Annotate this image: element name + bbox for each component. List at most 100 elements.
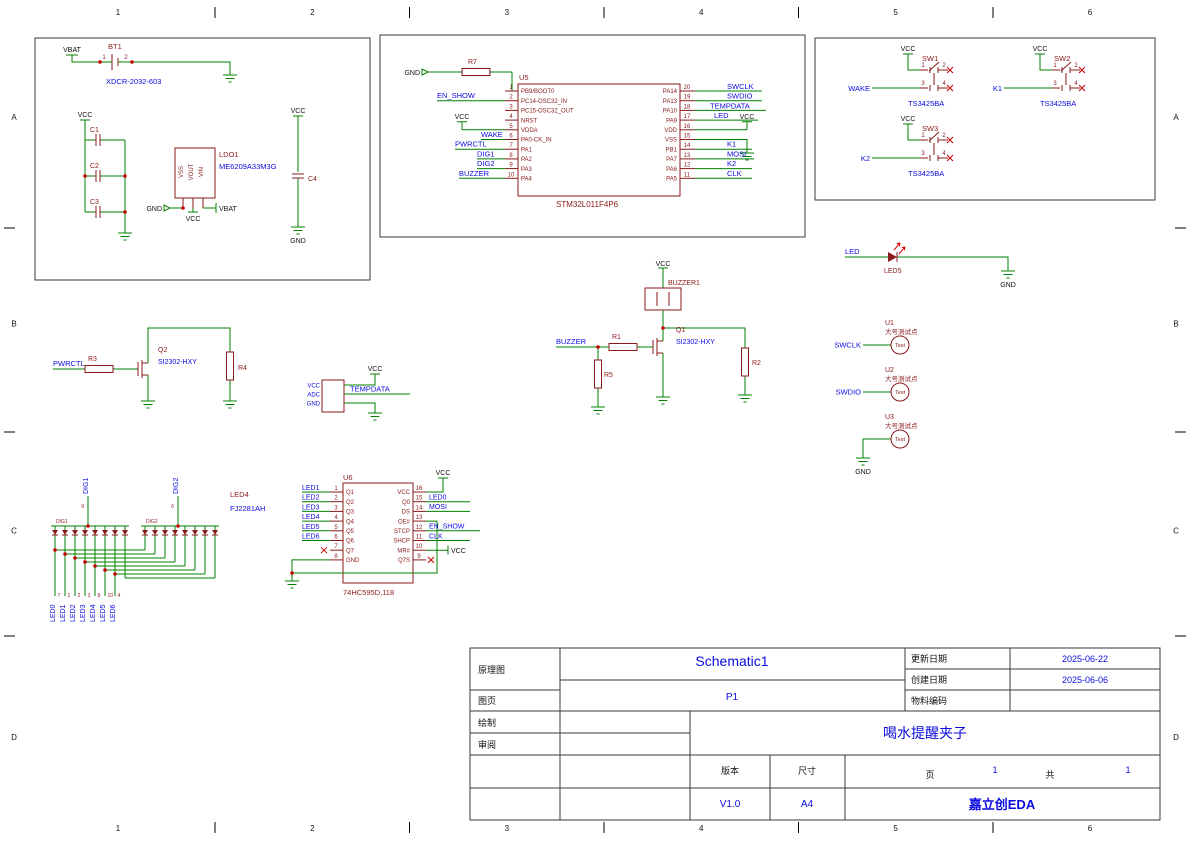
mcu-section[interactable]: GND R7 U5 STM32L011F4P6 1 PB9/BOOT0 2 PC… bbox=[379, 34, 806, 238]
vcc-flag-label[interactable]: VCC bbox=[455, 114, 470, 121]
u6-pin-right[interactable]: 16 VCC bbox=[397, 486, 426, 496]
cap-c4[interactable]: VCC C4 GND bbox=[290, 108, 317, 245]
net-label-wake[interactable]: WAKE bbox=[481, 130, 503, 139]
mcu-pin-left[interactable]: 6 PA0-CK_IN bbox=[505, 134, 552, 144]
u6-net-label[interactable]: LED2 bbox=[302, 495, 320, 502]
display-net-label[interactable]: LED5 bbox=[100, 604, 107, 622]
u6-pin-right[interactable]: 10 MR# bbox=[397, 544, 426, 554]
display-net-label[interactable]: LED0 bbox=[50, 604, 57, 622]
display-ref[interactable]: LED4 bbox=[230, 490, 249, 499]
updated-value[interactable]: 2025-06-22 bbox=[1062, 654, 1108, 664]
mcu-pin-right[interactable]: 20 PA14 bbox=[663, 85, 695, 95]
u6-body[interactable] bbox=[342, 482, 414, 584]
testpoint-pad[interactable] bbox=[890, 335, 910, 355]
testpoint-net-label[interactable]: SWCLK bbox=[834, 341, 861, 350]
mcu-section-box[interactable] bbox=[379, 34, 806, 238]
tact-switch[interactable]: VCC K1 1 2 3 4 SW2 TS3425BA bbox=[993, 46, 1086, 108]
vcc-flag-label[interactable]: VCC bbox=[901, 116, 916, 123]
decoupling-caps[interactable]: VCC C1 C2 C3 bbox=[78, 112, 133, 241]
resistor-r2[interactable] bbox=[741, 347, 749, 377]
u6-value[interactable]: 74HC595D,118 bbox=[343, 588, 394, 597]
display-net-label[interactable]: LED3 bbox=[80, 604, 87, 622]
led5-ref[interactable]: LED5 bbox=[884, 268, 902, 275]
u6-pin-right[interactable]: 13 OE# bbox=[398, 515, 426, 525]
switch-ref[interactable]: SW2 bbox=[1054, 54, 1070, 63]
r2-ref[interactable]: R2 bbox=[752, 360, 761, 367]
mcu-gnd-flag[interactable]: GND bbox=[404, 70, 420, 77]
ldo-gnd-flag[interactable]: GND bbox=[146, 206, 162, 213]
display-value[interactable]: FJ2281AH bbox=[230, 504, 265, 513]
u6-left-net[interactable]: LED1 bbox=[302, 485, 330, 493]
mcu-pin-left[interactable]: 8 PA2 bbox=[505, 153, 533, 163]
ldo-vbat-flag[interactable]: VBAT bbox=[219, 206, 237, 213]
mcu-pin-right[interactable]: 11 PA5 bbox=[666, 172, 695, 183]
q1-value[interactable]: SI2302-HXY bbox=[676, 339, 715, 346]
u6-left-net[interactable]: LED3 bbox=[302, 504, 330, 512]
ldo-vcc-flag[interactable]: VCC bbox=[186, 216, 201, 223]
u6-pin-right[interactable]: 14 DS bbox=[402, 505, 426, 516]
testpoint[interactable]: U3 大号测试点 Test bbox=[863, 414, 918, 449]
vcc-flag-label[interactable]: VCC bbox=[451, 548, 466, 555]
mosfet-q1[interactable] bbox=[652, 333, 664, 361]
display-net[interactable]: LED1 1 bbox=[60, 593, 71, 622]
display-net-label[interactable]: LED1 bbox=[60, 604, 67, 622]
u6-left-net[interactable]: LED6 bbox=[302, 534, 330, 541]
ldo-ref[interactable]: LDO1 bbox=[219, 150, 239, 159]
vcc-flag-label[interactable]: VCC bbox=[368, 366, 383, 373]
testpoint-pad[interactable] bbox=[890, 382, 910, 402]
display-net[interactable]: LED5 10 bbox=[100, 593, 113, 622]
vcc-flag-label[interactable]: VCC bbox=[78, 112, 93, 119]
resistor-r4[interactable] bbox=[226, 351, 234, 381]
u6-pin-left[interactable]: 6 Q6 bbox=[330, 535, 355, 545]
display-net-label[interactable]: LED2 bbox=[70, 604, 77, 622]
mcu-value[interactable]: STM32L011F4P6 bbox=[556, 200, 619, 209]
net-label-clk[interactable]: CLK bbox=[727, 169, 742, 178]
power-section-box[interactable] bbox=[34, 37, 371, 281]
resistor-r1[interactable] bbox=[608, 343, 638, 351]
net-label-dig1[interactable]: DIG1 bbox=[83, 478, 90, 494]
u6-pin-left[interactable]: 1 Q1 bbox=[330, 486, 355, 496]
u6-left-net[interactable]: LED4 bbox=[302, 514, 330, 522]
net-label-tempdata[interactable]: TEMPDATA bbox=[350, 385, 390, 394]
net-label-dig2[interactable]: DIG2 bbox=[477, 159, 495, 168]
testpoint-gnd-label[interactable]: GND bbox=[855, 469, 871, 476]
project-title[interactable]: 喝水提醒夹子 bbox=[883, 725, 967, 741]
c2-ref[interactable]: C2 bbox=[90, 163, 99, 170]
r4-ref[interactable]: R4 bbox=[238, 365, 247, 372]
display-net[interactable]: LED3 3 bbox=[80, 593, 91, 622]
buzzer-body[interactable] bbox=[644, 287, 682, 311]
c4-gnd-label[interactable]: GND bbox=[290, 238, 306, 245]
net-label-mosi[interactable]: MOSI bbox=[429, 504, 447, 511]
switch-value[interactable]: TS3425BA bbox=[1040, 99, 1076, 108]
u6-pin-right[interactable]: 12 STCP bbox=[394, 525, 426, 535]
net-label-swdio[interactable]: SWDIO bbox=[727, 92, 753, 101]
switch-section-box[interactable] bbox=[814, 37, 1156, 201]
connector-body[interactable] bbox=[321, 379, 345, 413]
shift-register[interactable]: U6 74HC595D,118 1 Q1 2 Q2 3 Q3 4 Q4 bbox=[284, 470, 480, 597]
mcu-pin-right[interactable]: 12 PA6 bbox=[666, 163, 695, 173]
title-block[interactable]: 原理图 Schematic1 图页 P1 更新日期 2025-06-22 创建日… bbox=[469, 647, 1161, 821]
net-label-mosi[interactable]: MOSI bbox=[727, 149, 746, 158]
resistor-r3[interactable] bbox=[84, 365, 114, 373]
ldo-regulator[interactable]: VSS VOUT VIN GND VCC VBAT LDO1 ME6209A33… bbox=[146, 147, 277, 223]
r7-ref[interactable]: R7 bbox=[468, 59, 477, 66]
u6-pin-left[interactable]: 5 Q5 bbox=[330, 525, 355, 535]
c4-vcc-flag[interactable]: VCC bbox=[291, 108, 306, 115]
resistor-r5[interactable] bbox=[594, 359, 602, 389]
q1-ref[interactable]: Q1 bbox=[676, 327, 685, 334]
testpoint-ref[interactable]: U2 bbox=[885, 367, 894, 374]
vcc-flag-label[interactable]: VCC bbox=[901, 46, 916, 53]
seven-seg-display[interactable]: DIG1 DIG2 9 6 DIG1 DIG2 LED0 7 LED1 1 LE… bbox=[50, 478, 265, 622]
tact-switch[interactable]: VCC K2 1 2 3 4 SW3 TS3425BA bbox=[861, 116, 954, 178]
mcu-pin-right[interactable]: 16 VDD bbox=[664, 124, 695, 134]
switch-net-label[interactable]: K2 bbox=[861, 154, 870, 163]
mcu-pin-left[interactable]: 1 PB9/BOOT0 bbox=[505, 85, 555, 95]
q2-value[interactable]: SI2302-HXY bbox=[158, 359, 197, 366]
mcu-pin-right[interactable]: 15 VSS bbox=[665, 134, 695, 144]
bt1-ref[interactable]: BT1 bbox=[108, 42, 122, 51]
vbat-flag-label[interactable]: VBAT bbox=[63, 47, 81, 54]
display-net-label[interactable]: LED6 bbox=[110, 604, 117, 622]
u6-pin-right[interactable]: 11 SHCP bbox=[393, 535, 426, 545]
net-label-pwrctl[interactable]: PWRCTL bbox=[53, 359, 85, 368]
